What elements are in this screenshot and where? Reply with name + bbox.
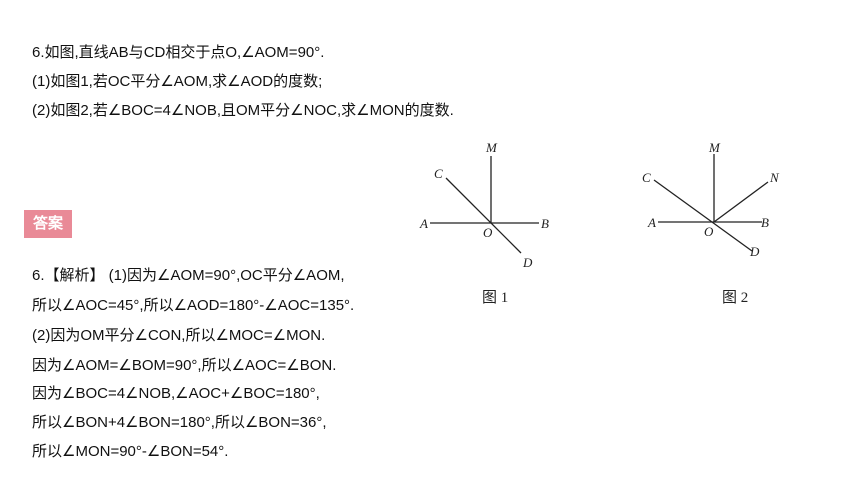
- fig2-label-m: M: [708, 140, 721, 155]
- fig2-label-a: A: [647, 215, 656, 230]
- fig2-caption: 图 2: [722, 289, 748, 306]
- solution-line-7: 所以∠MON=90°-∠BON=54°.: [32, 443, 229, 460]
- solution-line-4: 因为∠AOM=∠BOM=90°,所以∠AOC=∠BON.: [32, 357, 337, 374]
- fig2-label-n: N: [769, 170, 780, 185]
- fig1-label-o: O: [483, 225, 493, 240]
- figure-1: M C A O B D 图 1: [412, 132, 562, 312]
- fig2-label-b: B: [761, 215, 769, 230]
- problem-line-2: (1)如图1,若OC平分∠AOM,求∠AOD的度数;: [32, 73, 323, 90]
- fig2-label-c: C: [642, 170, 651, 185]
- fig2-label-d: D: [749, 244, 760, 259]
- fig2-label-o: O: [704, 224, 714, 239]
- solution-line-2: 所以∠AOC=45°,所以∠AOD=180°-∠AOC=135°.: [32, 297, 355, 314]
- problem-line-1: 6.如图,直线AB与CD相交于点O,∠AOM=90°.: [32, 44, 325, 61]
- fig1-label-d: D: [522, 255, 533, 270]
- fig1-label-c: C: [434, 166, 443, 181]
- fig1-line-cd: [445, 177, 522, 254]
- answer-badge: 答案: [24, 210, 72, 238]
- fig1-caption: 图 1: [482, 289, 508, 306]
- solution-line-5: 因为∠BOC=4∠NOB,∠AOC+∠BOC=180°,: [32, 385, 320, 402]
- solution-line-1: 6.【解析】 (1)因为∠AOM=90°,OC平分∠AOM,: [32, 267, 345, 284]
- fig2-line-cd: [653, 179, 753, 252]
- fig1-label-a: A: [419, 216, 428, 231]
- fig2-ray-on: [713, 181, 769, 223]
- problem-line-3: (2)如图2,若∠BOC=4∠NOB,且OM平分∠NOC,求∠MON的度数.: [32, 102, 454, 119]
- figure-2: M C N A O B D 图 2: [636, 132, 796, 312]
- solution-line-3: (2)因为OM平分∠CON,所以∠MOC=∠MON.: [32, 327, 326, 344]
- fig1-label-m: M: [485, 140, 498, 155]
- solution-line-6: 所以∠BON+4∠BON=180°,所以∠BON=36°,: [32, 414, 327, 431]
- fig1-label-b: B: [541, 216, 549, 231]
